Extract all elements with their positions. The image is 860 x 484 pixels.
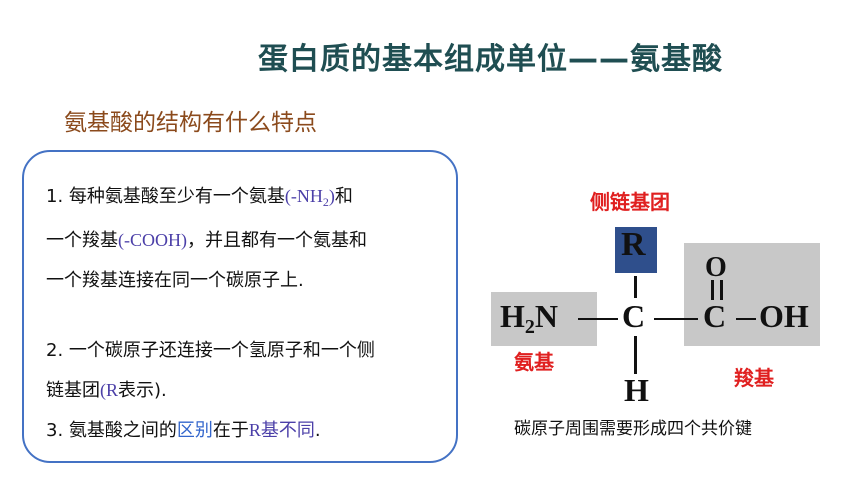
point-2-line-2: 链基团(R表示). — [46, 380, 167, 401]
amino-group-formula: H2N — [500, 298, 558, 338]
point-1-line-1: 1. 每种氨基酸至少有一个氨基(-NH2)和 — [46, 186, 353, 209]
diagram-caption: 碳原子周围需要形成四个共价键 — [514, 419, 752, 439]
point-1-line-2: 一个羧基(-COOH)，并且都有一个氨基和 — [46, 230, 367, 251]
point-1-line-3: 一个羧基连接在同一个碳原子上. — [46, 270, 304, 291]
hydrogen-atom: H — [624, 372, 649, 408]
bond-n-c — [578, 318, 618, 320]
points-box — [22, 150, 458, 463]
double-bond-right — [720, 280, 723, 300]
carboxyl-highlight — [684, 243, 820, 346]
section-subtitle: 氨基酸的结构有什么特点 — [64, 110, 317, 136]
alpha-carbon: C — [622, 298, 646, 334]
side-chain-label: 侧链基团 — [590, 190, 670, 214]
bond-c-c — [654, 318, 698, 320]
carbonyl-oxygen: O — [705, 252, 727, 283]
r-group-symbol: R — [621, 226, 646, 263]
page-title: 蛋白质的基本组成单位——氨基酸 — [258, 42, 723, 77]
bond-c-h — [634, 336, 637, 374]
bond-c-r — [634, 276, 637, 298]
point-2-line-1: 2. 一个碳原子还连接一个氢原子和一个侧 — [46, 340, 375, 361]
hydroxyl-group: OH — [759, 298, 809, 334]
double-bond-left — [711, 280, 714, 300]
amino-label: 氨基 — [514, 350, 554, 374]
bond-c-oh — [736, 318, 756, 320]
r-group-highlight — [615, 227, 657, 273]
carboxyl-carbon: C — [703, 298, 727, 334]
point-3-line: 3. 氨基酸之间的区别在于R基不同. — [46, 420, 321, 441]
carboxyl-label: 羧基 — [734, 366, 774, 390]
